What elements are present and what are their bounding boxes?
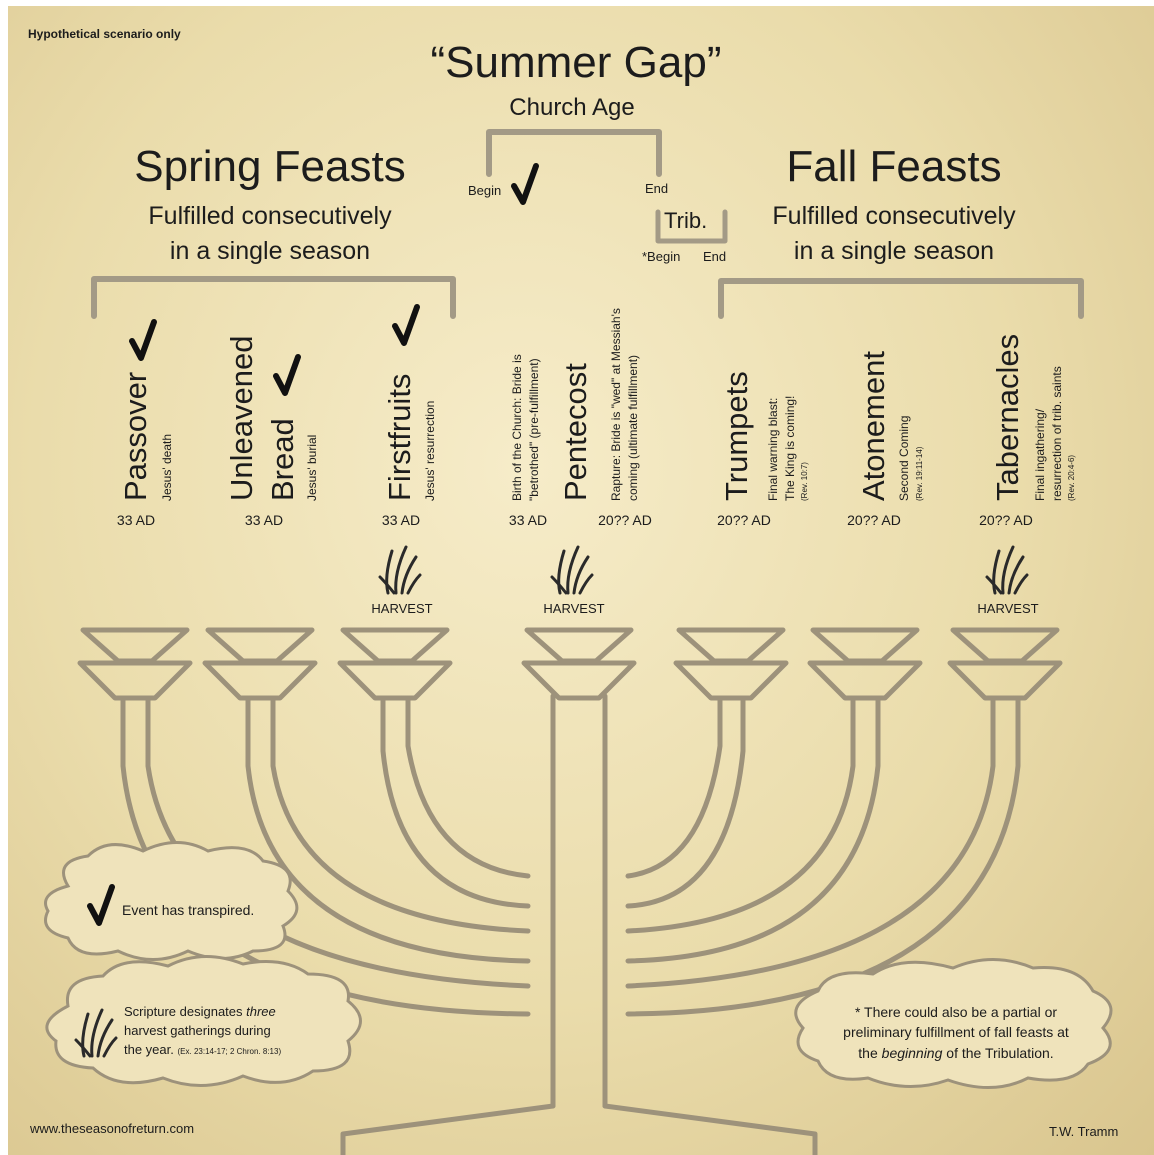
feast-pentecost: Pentecost [558,363,593,501]
trib-end-label: End [703,249,727,264]
feast-bread: Bread [265,418,300,501]
author: T.W. Tramm [1049,1124,1119,1139]
gap-begin-label: Begin [468,183,502,198]
fall-bracket [718,278,1084,319]
pentecost-pre2: "betrothed" (pre-fulfillment) [527,358,541,501]
pentecost-post2: coming (ultimate fulfillment) [626,354,640,501]
pentecost-post1: Rapture: Bride is "wed" at Messiah's [609,308,623,501]
feast-passover-sub: Jesus' death [160,433,174,501]
atonement-sub1: Second Coming [897,415,911,501]
website: www.theseasonofreturn.com [30,1121,195,1136]
date-pentecost-right: 20?? AD [598,512,652,528]
trumpets-sub1: Final warning blast: [766,397,780,501]
check-icon [87,884,115,926]
harvest-label-pentecost: HARVEST [543,601,605,616]
date-trumpets: 20?? AD [717,512,771,528]
feast-passover: Passover [118,371,153,501]
arm-outer-3 [405,695,531,879]
date-passover: 33 AD [116,512,156,528]
feast-trumpets: Trumpets [719,371,754,501]
check-icon [129,319,157,361]
church-age-label: Church Age [509,94,635,121]
church-age-bracket [486,129,662,177]
legend-cloud-check [44,841,299,961]
harvest-icon [378,545,422,595]
spring-title: Spring Feasts [134,142,406,191]
tabernacles-sub1: Final ingathering/ [1033,408,1047,501]
spring-line2: in a single season [169,237,371,265]
date-unleavened: 33 AD [244,512,284,528]
feast-unleavened-sub: Jesus' burial [305,434,319,501]
gap-end-label: End [645,181,669,196]
menorah-cups [77,627,1063,701]
arm-outer-6 [625,695,856,934]
fall-title: Fall Feasts [786,142,1002,191]
trib-bracket [655,209,728,244]
footnote-text: * There could also be a partial or preli… [843,1004,1069,1061]
date-firstfruits: 33 AD [381,512,421,528]
atonement-ref: (Rev. 19:11-14) [915,446,924,501]
check-icon [273,354,301,396]
arm-outer-2 [270,695,531,934]
date-tabernacles: 20?? AD [979,512,1033,528]
feast-atonement: Atonement [856,351,891,501]
page-title: “Summer Gap” [430,38,722,87]
fall-line2: in a single season [793,237,995,265]
arm-outer-7 [625,695,996,989]
harvest-label-fall: HARVEST [977,601,1039,616]
feast-unleavened: Unleavened [224,335,259,501]
arm-inner-7 [625,695,1021,1017]
legend-check-text: Event has transpired. [122,902,255,918]
harvest-icon [985,545,1029,595]
check-icon [392,304,420,346]
tabernacles-ref: (Rev. 20:4-6) [1067,454,1076,501]
feast-tabernacles: Tabernacles [990,333,1025,501]
fall-line1: Fulfilled consecutively [772,202,1016,230]
feast-firstfruits: Firstfruits [382,373,417,501]
harvest-label-spring: HARVEST [371,601,433,616]
disclaimer: Hypothetical scenario only [28,27,181,41]
arm-inner-5 [625,695,746,909]
date-atonement: 20?? AD [847,512,901,528]
spring-line1: Fulfilled consecutively [148,202,392,230]
trumpets-sub2: The King is coming! [783,395,797,501]
arm-inner-3 [380,695,531,909]
base [340,1103,818,1155]
diagram-canvas: Hypothetical scenario only “Summer Gap” … [8,6,1154,1155]
trib-label: Trib. [664,208,708,233]
footnote-cloud [794,958,1113,1089]
feast-firstfruits-sub: Jesus' resurrection [423,400,437,501]
arm-inner-6 [625,695,881,964]
harvest-icon [550,545,594,595]
arm-inner-2 [245,695,531,964]
arm-outer-5 [625,695,723,879]
trib-begin-label: *Begin [642,249,681,264]
pentecost-pre1: Birth of the Church: Bride is [510,354,524,501]
legend-harvest-text: Scripture designates three harvest gathe… [124,1004,282,1057]
spring-bracket [91,276,456,319]
shaft [550,693,608,1109]
date-pentecost-left: 33 AD [508,512,548,528]
trumpets-ref: (Rev. 10:7) [800,462,809,501]
legend-cloud-harvest [45,954,362,1087]
menorah-drawing [44,129,1113,1155]
check-icon [511,163,539,205]
harvest-icon [74,1008,118,1058]
tabernacles-sub2: resurrection of trib. saints [1050,366,1064,501]
